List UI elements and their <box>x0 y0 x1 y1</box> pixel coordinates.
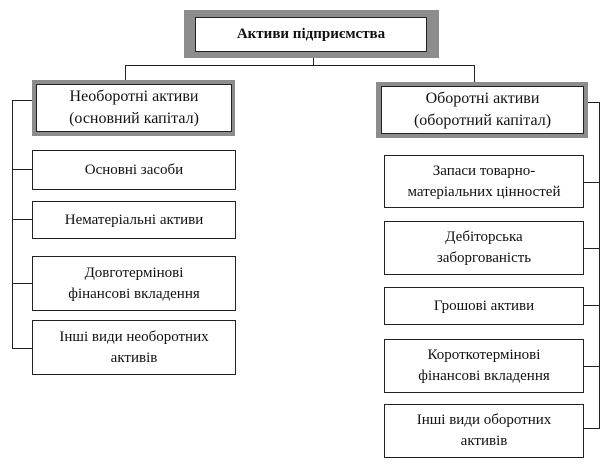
right-title-label: Оборотні активи (оборотний капітал) <box>413 90 552 129</box>
left-item-box: Інші види необоротних активів <box>32 320 236 375</box>
right-item-label: Грошові активи <box>433 297 535 314</box>
right-item-label: Короткотермінові фінансові вкладення <box>418 347 550 384</box>
left-title-box: Необоротні активи (основний капітал) <box>36 84 232 132</box>
left-spine <box>12 100 14 349</box>
left-item-box: Довготермінові фінансові вкладення <box>32 256 236 311</box>
left-item-label: Основні засоби <box>84 161 184 178</box>
root-branch-bar <box>125 65 475 67</box>
left-spine-top <box>12 100 34 102</box>
left-connector-4 <box>12 348 32 350</box>
right-title-box: Оборотні активи (оборотний капітал) <box>381 86 584 134</box>
left-connector-2 <box>12 219 32 221</box>
right-spine <box>599 102 601 429</box>
left-item-label: Нематеріальні активи <box>64 211 204 228</box>
root-label: Активи підприємства <box>236 26 386 42</box>
right-item-label: Дебіторська заборгованість <box>436 229 532 266</box>
root-stem <box>313 55 315 65</box>
left-item-label: Інші види необоротних активів <box>59 328 209 366</box>
right-connector-3 <box>584 305 600 307</box>
right-connector-2 <box>584 248 600 250</box>
root-box: Активи підприємства <box>195 17 427 52</box>
right-item-box: Короткотермінові фінансові вкладення <box>384 339 584 393</box>
right-connector-1 <box>584 182 600 184</box>
right-item-box: Інші види оборотних активів <box>384 404 584 458</box>
left-item-box: Нематеріальні активи <box>32 201 236 239</box>
right-item-box: Грошові активи <box>384 287 584 325</box>
left-connector-1 <box>12 169 32 171</box>
right-item-box: Запаси товарно- матеріальних цінностей <box>384 155 584 208</box>
left-title-label: Необоротні активи (основний капітал) <box>69 88 199 127</box>
right-item-label: Інші види оборотних активів <box>416 412 552 449</box>
left-item-label: Довготермінові фінансові вкладення <box>68 264 200 302</box>
right-spine-top <box>586 102 600 104</box>
left-branch-drop <box>125 65 127 85</box>
right-branch-drop <box>474 65 476 87</box>
right-connector-5 <box>584 428 600 430</box>
right-connector-4 <box>584 366 600 368</box>
left-connector-3 <box>12 283 32 285</box>
right-item-label: Запаси товарно- матеріальних цінностей <box>407 162 561 200</box>
right-item-box: Дебіторська заборгованість <box>384 221 584 275</box>
left-item-box: Основні засоби <box>32 150 236 190</box>
